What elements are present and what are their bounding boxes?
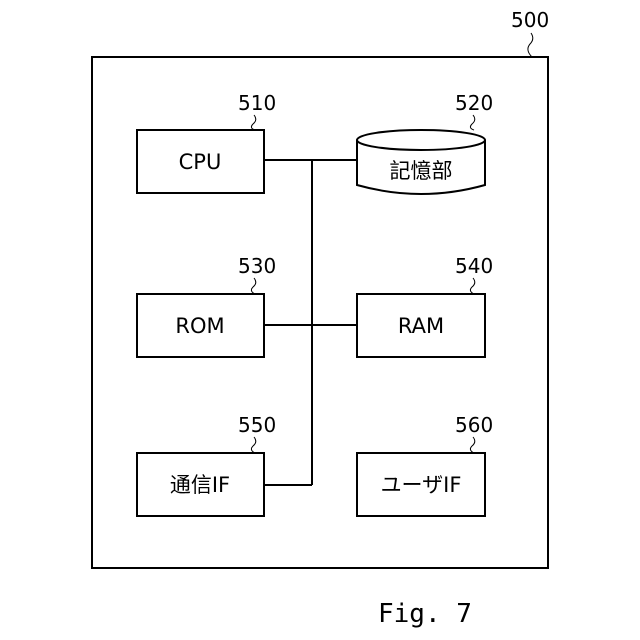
figure-caption: Fig. 7 [378, 599, 472, 629]
cpu-label: CPU [179, 150, 222, 174]
comm-if-ref: 550 [238, 413, 276, 437]
system-ref: 500 [511, 8, 549, 32]
user-if-ref: 560 [455, 413, 493, 437]
storage-label: 記憶部 [390, 159, 453, 183]
ram-label: RAM [398, 314, 444, 338]
storage-ref: 520 [455, 91, 493, 115]
cpu-ref: 510 [238, 91, 276, 115]
ram-ref: 540 [455, 254, 493, 278]
system-ref-leader [528, 33, 533, 57]
user-if-label: ユーザIF [381, 473, 462, 497]
rom-ref: 530 [238, 254, 276, 278]
comm-if-label: 通信IF [170, 473, 230, 497]
rom-label: ROM [175, 314, 224, 338]
